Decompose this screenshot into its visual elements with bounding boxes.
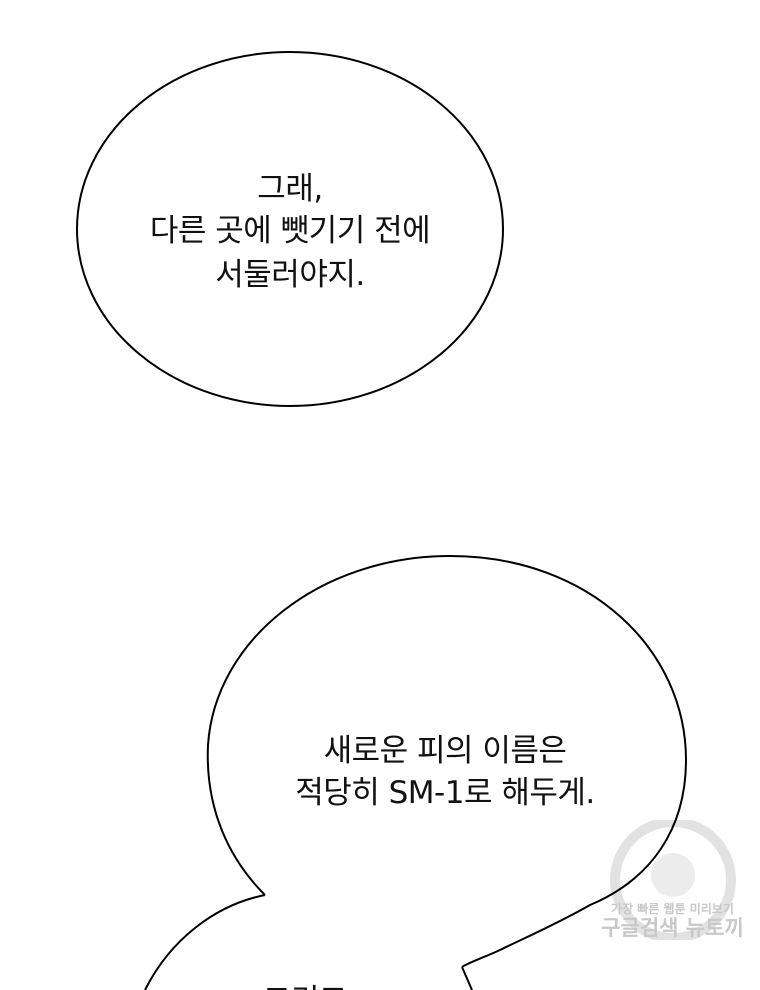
bubble-2-line-2: 적당히 SM-1로 해두게.	[295, 775, 595, 811]
bubble-1-line-3: 서둘러야지.	[215, 257, 365, 293]
speech-bubble-3-edge	[144, 894, 266, 990]
watermark: 가장 빠른 웹툰 미리보기 구글검색 뉴토끼	[585, 820, 760, 940]
speech-bubble-2	[206, 554, 688, 968]
bubble-1-line-1: 그래,	[257, 171, 323, 207]
watermark-line2: 구글검색 뉴토끼	[601, 916, 744, 940]
bubble-2-line-1: 새로운 피의 이름은	[323, 733, 567, 769]
bubble-1-line-2: 다른 곳에 뺏기기 전에	[149, 213, 431, 249]
watermark-line1: 가장 빠른 웹툰 미리보기	[611, 902, 734, 916]
bubble-3-line-1: 그리고	[230, 975, 380, 990]
watermark-logo-icon	[610, 820, 736, 940]
speech-bubble-1	[76, 51, 504, 407]
